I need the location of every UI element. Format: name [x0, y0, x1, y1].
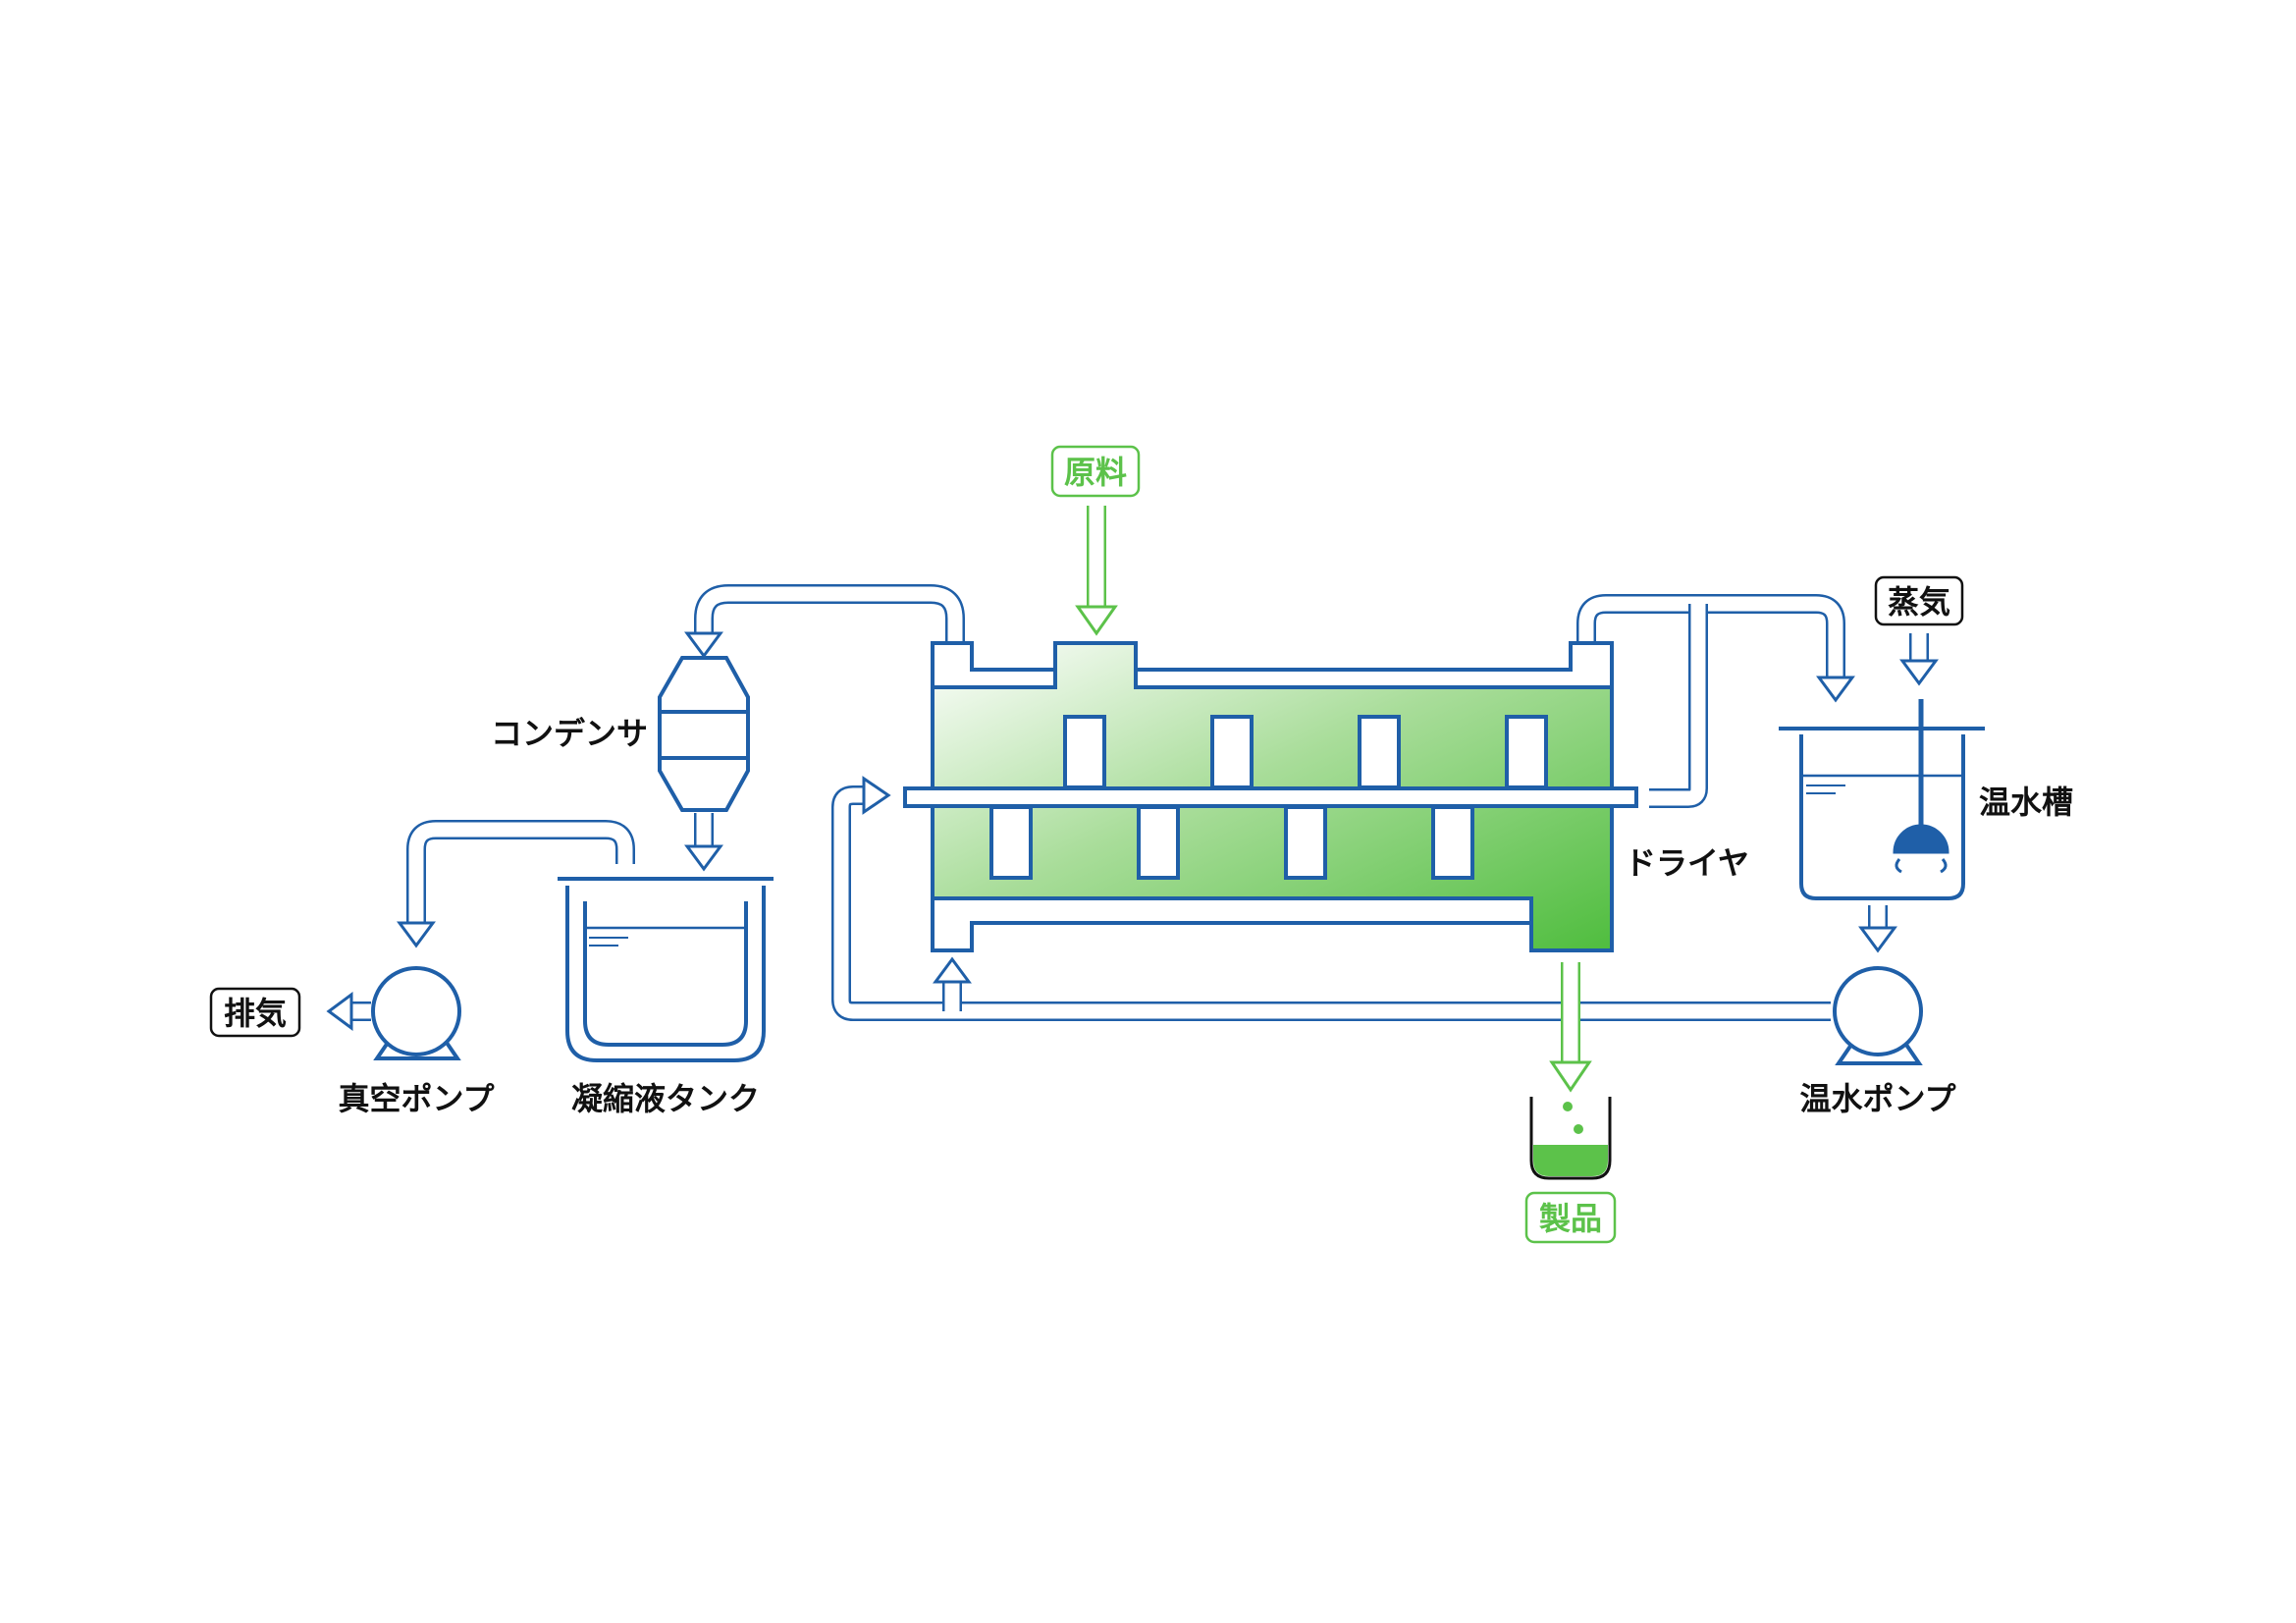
agitator-head [1893, 824, 1949, 854]
product-label: 製品 [1539, 1200, 1602, 1237]
upper-paddle-3 [1358, 715, 1401, 789]
arrow-up-jacket-inlet [933, 956, 972, 984]
dryer-label: ドライヤ [1625, 844, 1749, 882]
upper-paddle-2 [1210, 715, 1254, 789]
product-beaker [1529, 1097, 1612, 1180]
arrow-down-vacuum-pump [397, 921, 436, 948]
vacuum-pump [371, 966, 461, 1060]
flow-arrows [326, 631, 1897, 1031]
upper-paddle-4 [1505, 715, 1548, 789]
condensate-tank [558, 877, 774, 1062]
lower-paddle-2 [1137, 805, 1180, 880]
hot-water-pump-label: 温水ポンプ [1799, 1080, 1956, 1117]
product-label-box: 製品 [1524, 1191, 1617, 1244]
raw-material-arrow [1075, 506, 1118, 636]
steam-label: 蒸気 [1888, 583, 1950, 621]
product-drop [1563, 1102, 1573, 1111]
condenser-body [658, 656, 750, 812]
condensate-tank-label: 凝縮液タンク [571, 1080, 760, 1117]
lower-paddle-3 [1284, 805, 1327, 880]
exhaust-label: 排気 [224, 995, 287, 1032]
hot-water-tank-label: 温水槽 [1979, 784, 2073, 821]
condenser [658, 656, 750, 812]
lower-paddle-4 [1431, 805, 1474, 880]
arrow-left-exhaust [326, 992, 353, 1031]
pipe-tank-to-vacuum-pump [406, 820, 635, 923]
pipe-dryer-to-condenser [694, 584, 965, 643]
arrow-down-tank [684, 844, 723, 872]
raw-material-label: 原料 [1064, 454, 1127, 491]
exhaust-label-box: 排気 [209, 987, 301, 1038]
raw-material-label-box: 原料 [1050, 445, 1141, 498]
pipes [351, 584, 1888, 1021]
arrow-right-shaft-inlet [862, 776, 891, 815]
arrow-down-hot-water-tank [1816, 676, 1855, 703]
pipe-hot-water-return [831, 785, 1831, 1021]
hot-water-tank [1779, 699, 1985, 900]
dryer-shaft [903, 786, 1638, 808]
upper-paddle-1 [1063, 715, 1106, 789]
steam-label-box: 蒸気 [1874, 575, 1964, 626]
steam-arrow [1899, 633, 1939, 686]
pipe-dryer-to-hot-water-tank [1576, 594, 1845, 808]
lower-paddle-1 [989, 805, 1033, 880]
hot-water-pump [1833, 966, 1923, 1065]
product-arrow [1549, 962, 1592, 1093]
vacuum-pump-label: 真空ポンプ [338, 1080, 495, 1117]
product-drop [1574, 1124, 1583, 1134]
condenser-label: コンデンサ [491, 715, 648, 752]
arrow-down-condenser [684, 631, 723, 659]
dryer-unit [903, 641, 1638, 952]
arrow-down-hot-water-pump [1858, 926, 1897, 953]
